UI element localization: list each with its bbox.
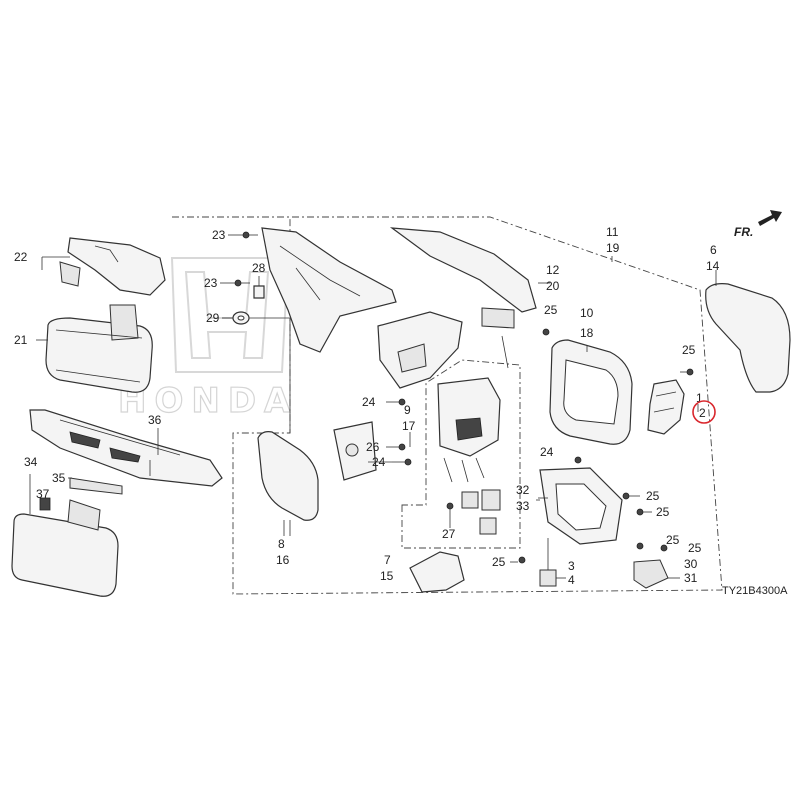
part-7-15-cover bbox=[409, 551, 465, 593]
label-25-d: 25 bbox=[656, 505, 670, 519]
actuator-boundary bbox=[401, 359, 521, 549]
label-14: 14 bbox=[706, 259, 720, 273]
label-1: 1 bbox=[696, 391, 703, 405]
label-35: 35 bbox=[52, 471, 66, 485]
label-4: 4 bbox=[568, 573, 575, 587]
label-3: 3 bbox=[568, 559, 575, 573]
part-27-clips bbox=[446, 489, 501, 535]
label-36: 36 bbox=[148, 413, 162, 427]
part-34-mirror-assembly bbox=[11, 474, 123, 597]
leader-lines bbox=[220, 234, 699, 563]
label-28: 28 bbox=[252, 261, 266, 275]
part-10-18-housing-frame bbox=[549, 339, 633, 445]
label-25-b: 25 bbox=[682, 343, 696, 357]
part-labels: 22 21 36 34 35 37 23 28 23 29 11 19 6 14… bbox=[14, 225, 788, 597]
front-arrow-icon bbox=[758, 210, 782, 226]
label-11: 11 bbox=[606, 225, 619, 239]
label-10: 10 bbox=[580, 306, 594, 320]
label-25-g: 25 bbox=[688, 541, 702, 555]
diagram-code: TY21B4300A bbox=[722, 585, 788, 597]
label-34: 34 bbox=[24, 455, 38, 469]
assembly-boundary bbox=[172, 216, 723, 595]
label-8: 8 bbox=[278, 537, 285, 551]
label-25-e: 25 bbox=[492, 555, 506, 569]
label-23-top: 23 bbox=[212, 228, 226, 242]
label-24-b: 24 bbox=[372, 455, 386, 469]
label-32: 32 bbox=[516, 483, 530, 497]
highlight-circle[interactable] bbox=[692, 400, 716, 424]
label-18: 18 bbox=[580, 326, 594, 340]
label-25-c: 25 bbox=[646, 489, 660, 503]
label-23-mid: 23 bbox=[204, 276, 218, 290]
part-36-mount-cover bbox=[29, 409, 223, 487]
label-9: 9 bbox=[404, 403, 411, 417]
label-16: 16 bbox=[276, 553, 290, 567]
part-9-17-actuator bbox=[437, 377, 501, 483]
highlighted-part-2[interactable]: 2 bbox=[692, 400, 716, 424]
label-20: 20 bbox=[546, 279, 560, 293]
part-32-33-lower-cover bbox=[538, 467, 623, 545]
part-6-14-mirror-cap bbox=[705, 270, 791, 393]
label-17: 17 bbox=[402, 419, 416, 433]
label-19: 19 bbox=[606, 241, 620, 255]
label-22: 22 bbox=[14, 250, 28, 264]
screws bbox=[386, 328, 694, 564]
label-21: 21 bbox=[14, 333, 28, 347]
part-1-2-turn-signal bbox=[647, 379, 685, 435]
connector-part bbox=[481, 307, 515, 369]
label-25-f: 25 bbox=[666, 533, 680, 547]
label-24-a: 24 bbox=[362, 395, 376, 409]
mirror-base-housing bbox=[261, 227, 397, 353]
front-direction-label: FR. bbox=[734, 225, 753, 239]
label-15: 15 bbox=[380, 569, 394, 583]
fastener-parts-left bbox=[232, 231, 290, 325]
part-8-16-mirror-glass bbox=[257, 431, 319, 536]
part-3-4-harness bbox=[539, 538, 566, 587]
label-12: 12 bbox=[546, 263, 560, 277]
label-6: 6 bbox=[710, 243, 717, 257]
label-24-c: 24 bbox=[540, 445, 554, 459]
part-30-31-lamp bbox=[633, 542, 680, 589]
label-31: 31 bbox=[684, 571, 698, 585]
label-25-a: 25 bbox=[544, 303, 558, 317]
label-37: 37 bbox=[36, 487, 50, 501]
label-7: 7 bbox=[384, 553, 391, 567]
part-21-rearview-mirror bbox=[36, 304, 153, 393]
label-30: 30 bbox=[684, 557, 698, 571]
actuator-plate bbox=[333, 421, 377, 481]
lower-base-cover bbox=[377, 311, 463, 389]
part-22-mirror-base-cover bbox=[41, 237, 166, 296]
label-26: 26 bbox=[366, 440, 380, 454]
part-12-20-skull-cap bbox=[389, 227, 537, 313]
label-2[interactable]: 2 bbox=[699, 406, 706, 420]
front-direction-indicator: FR. bbox=[734, 210, 782, 239]
label-29: 29 bbox=[206, 311, 220, 325]
label-27: 27 bbox=[442, 527, 456, 541]
label-33: 33 bbox=[516, 499, 530, 513]
